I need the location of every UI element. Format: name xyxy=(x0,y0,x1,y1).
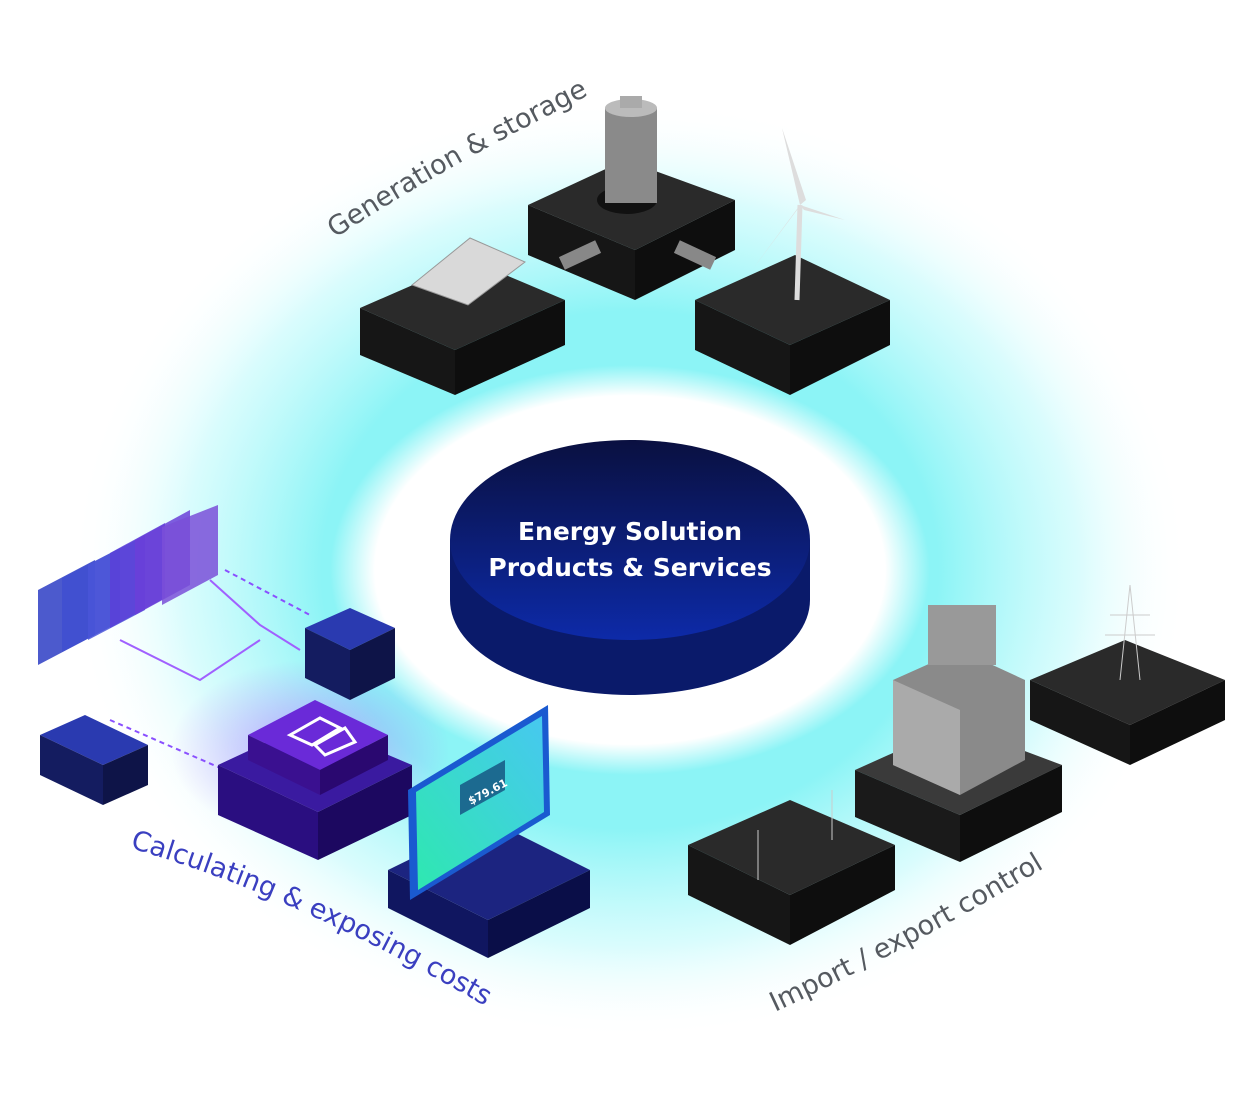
server-block-top xyxy=(305,608,395,700)
pipe xyxy=(558,240,602,270)
power-pylon-icon xyxy=(1105,584,1155,681)
battery-icon xyxy=(605,108,657,203)
substation-block xyxy=(1030,584,1225,765)
app-logo-icon xyxy=(286,716,358,757)
processor-block xyxy=(218,700,412,860)
building-block xyxy=(855,605,1062,862)
center-title-line2: Products & Services xyxy=(488,553,771,582)
pipe xyxy=(673,240,717,270)
battery-block xyxy=(528,96,735,300)
server-block-left xyxy=(40,715,148,805)
center-disc: Energy Solution Products & Services xyxy=(450,440,810,695)
wind-turbine-block xyxy=(695,128,890,395)
power-line-block xyxy=(688,790,895,945)
data-layers xyxy=(38,505,218,665)
import-export-cluster xyxy=(688,584,1225,945)
solar-panel-block xyxy=(360,237,565,395)
connector-lines xyxy=(119,579,301,682)
generation-storage-cluster xyxy=(360,96,890,395)
wind-turbine-icon xyxy=(794,204,803,301)
center-title-line1: Energy Solution xyxy=(518,517,742,546)
solar-panel-icon xyxy=(410,237,526,306)
calculating-costs-cluster: $79.61 xyxy=(38,505,590,958)
monitor-block: $79.61 xyxy=(388,705,590,958)
